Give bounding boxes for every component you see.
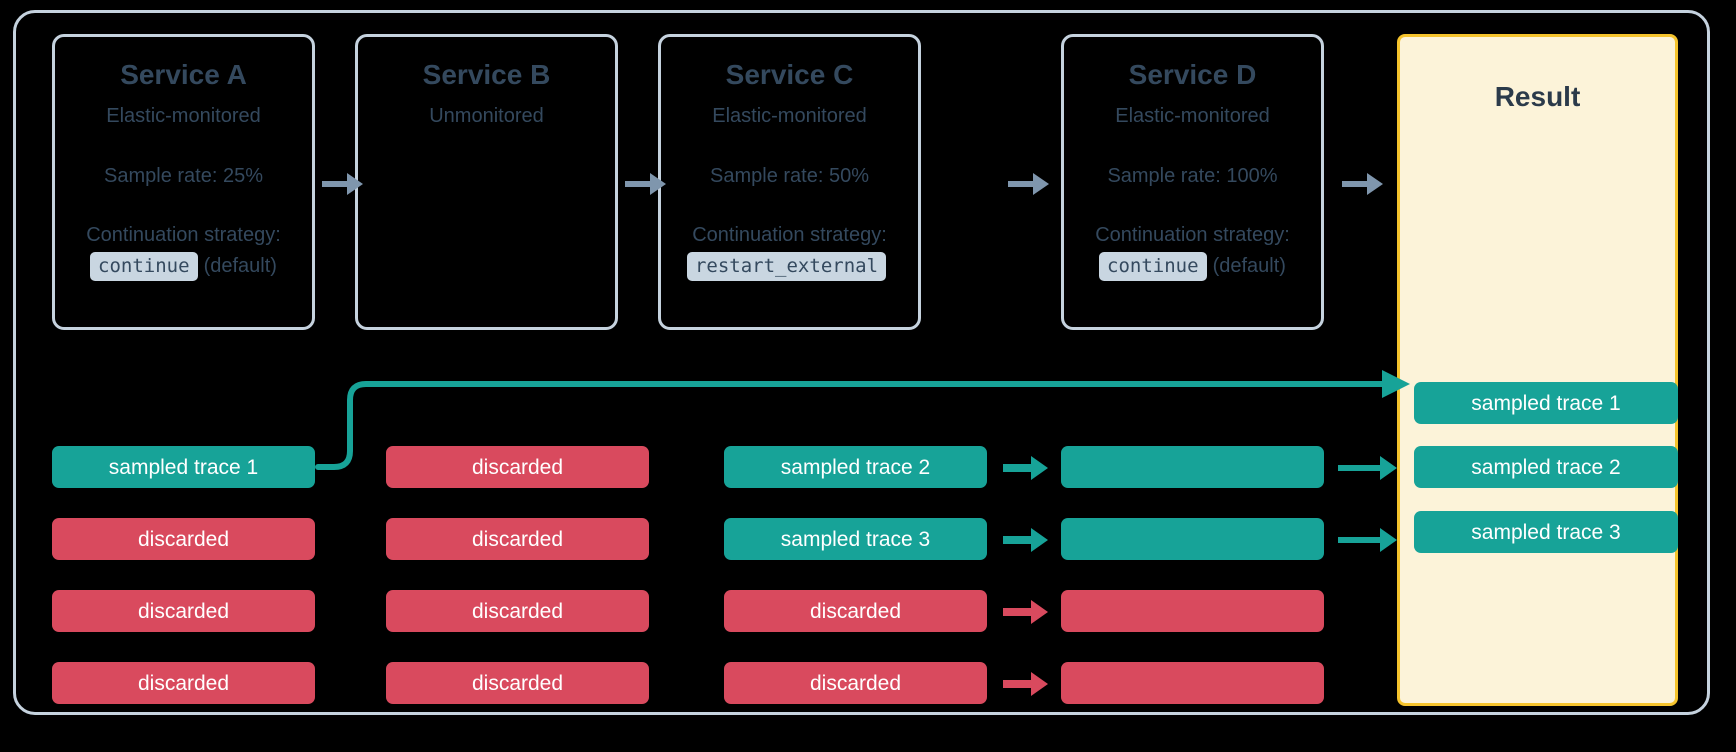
service-card-a: Service A Elastic-monitored Sample rate:… — [52, 34, 315, 330]
list-item: sampled trace 3 — [724, 518, 987, 560]
list-item: discarded — [386, 590, 649, 632]
service-d-strategy: Continuation strategy: continue(default) — [1064, 222, 1321, 281]
service-d-strategy-code-line: continue(default) — [1064, 251, 1321, 281]
list-item — [1061, 518, 1324, 560]
service-d-title: Service D — [1128, 59, 1257, 90]
list-item — [1061, 446, 1324, 488]
service-c-title: Service C — [725, 59, 854, 90]
service-a-strategy: Continuation strategy: continue(default) — [55, 222, 312, 281]
service-a-strategy-label: Continuation strategy: — [86, 224, 281, 247]
service-d-monitoring: Elastic-monitored — [1115, 105, 1270, 128]
result-list-item: sampled trace 2 — [1414, 446, 1678, 488]
result-title: Result — [1494, 81, 1581, 112]
service-c-strategy: Continuation strategy: restart_external — [661, 222, 918, 281]
chip-arrow-c-to-d-4-icon — [1003, 672, 1048, 696]
list-item — [1061, 662, 1324, 704]
chip-arrow-d-to-result-2-icon — [1338, 528, 1397, 552]
list-item: sampled trace 1 — [52, 446, 315, 488]
list-item: discarded — [52, 590, 315, 632]
flow-arrow-b-to-c-icon — [625, 173, 666, 195]
service-d-strategy-value: continue — [1099, 251, 1207, 281]
service-card-b: Service B Unmonitored — [355, 34, 618, 330]
service-c-strategy-value: restart_external — [686, 251, 887, 281]
list-item: discarded — [386, 446, 649, 488]
service-d-sample-rate: Sample rate: 100% — [1107, 165, 1278, 188]
list-item: sampled trace 2 — [724, 446, 987, 488]
result-list-item: sampled trace 3 — [1414, 511, 1678, 553]
diagram-outer-frame — [13, 10, 1710, 715]
service-b-monitoring: Unmonitored — [429, 105, 544, 128]
flow-arrow-d-to-result-icon — [1342, 173, 1383, 195]
list-item: discarded — [724, 662, 987, 704]
service-a-strategy-note: (default) — [203, 254, 277, 277]
chip-arrow-c-to-d-2-icon — [1003, 528, 1048, 552]
list-item: discarded — [52, 662, 315, 704]
service-a-title: Service A — [120, 59, 247, 90]
service-card-d: Service D Elastic-monitored Sample rate:… — [1061, 34, 1324, 330]
list-item: discarded — [386, 662, 649, 704]
service-a-strategy-value: continue — [90, 251, 198, 281]
service-b-title: Service B — [422, 59, 551, 90]
chip-arrow-d-to-result-1-icon — [1338, 456, 1397, 480]
service-card-c: Service C Elastic-monitored Sample rate:… — [658, 34, 921, 330]
chip-arrow-c-to-d-1-icon — [1003, 456, 1048, 480]
service-d-strategy-label: Continuation strategy: — [1095, 224, 1290, 247]
service-a-monitoring: Elastic-monitored — [106, 105, 261, 128]
service-c-strategy-label: Continuation strategy: — [692, 224, 887, 247]
flow-arrow-a-to-b-icon — [322, 173, 363, 195]
list-item — [1061, 590, 1324, 632]
service-a-sample-rate: Sample rate: 25% — [104, 165, 263, 188]
list-item: discarded — [386, 518, 649, 560]
service-d-strategy-note: (default) — [1212, 254, 1286, 277]
list-item: discarded — [52, 518, 315, 560]
service-c-sample-rate: Sample rate: 50% — [710, 165, 869, 188]
service-c-strategy-code-line: restart_external — [661, 251, 918, 281]
service-a-strategy-code-line: continue(default) — [55, 251, 312, 281]
flow-arrow-c-to-d-icon — [1008, 173, 1049, 195]
chip-arrow-c-to-d-3-icon — [1003, 600, 1048, 624]
result-card: Result — [1397, 34, 1678, 706]
result-list-item: sampled trace 1 — [1414, 382, 1678, 424]
service-c-monitoring: Elastic-monitored — [712, 105, 867, 128]
list-item: discarded — [724, 590, 987, 632]
